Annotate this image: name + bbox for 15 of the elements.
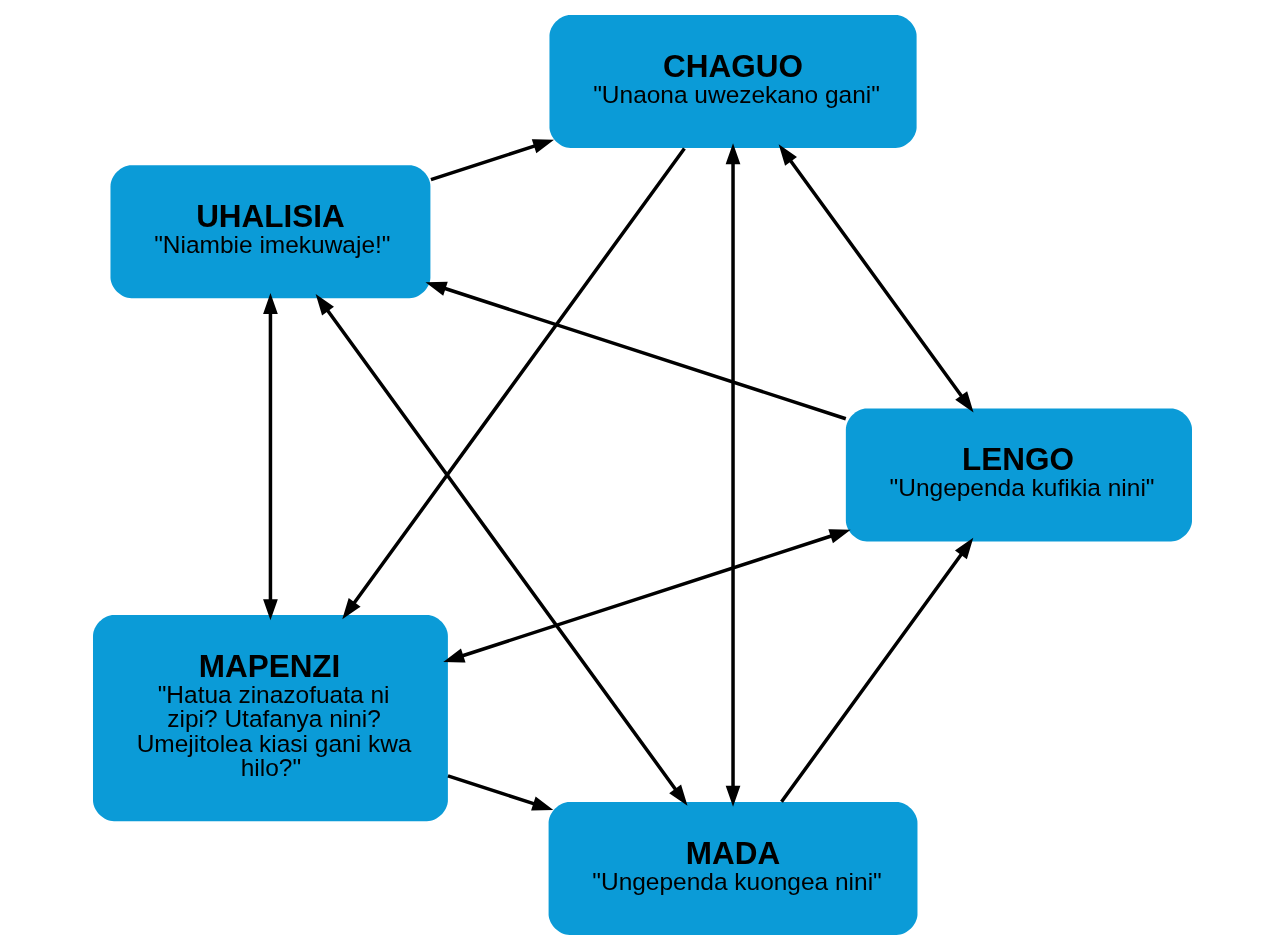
- arrow: [430, 139, 555, 182]
- node-box: LENGO "Ungependa kufikia nini": [845, 408, 1192, 542]
- arrow: [443, 529, 851, 663]
- arrow: [263, 292, 278, 621]
- node-box: MAPENZI "Hatua zinazofuata ni zipi? Utafanya nini? Umejitolea kiasi gani kwa hilo?": [93, 615, 448, 822]
- arrow: [725, 143, 741, 807]
- node-box: CHAGUO "Unaona uwezekano gani": [549, 15, 917, 148]
- arrow: [778, 144, 974, 413]
- arrow: [315, 294, 688, 806]
- node-box: MADA "Ungependa kuongea nini": [548, 802, 918, 935]
- arrow: [780, 537, 974, 803]
- arrow: [342, 147, 686, 620]
- node-box: UHALISIA "Niambie imekuwaje!": [110, 165, 431, 299]
- arrow: [425, 281, 847, 421]
- arrow: [447, 774, 554, 811]
